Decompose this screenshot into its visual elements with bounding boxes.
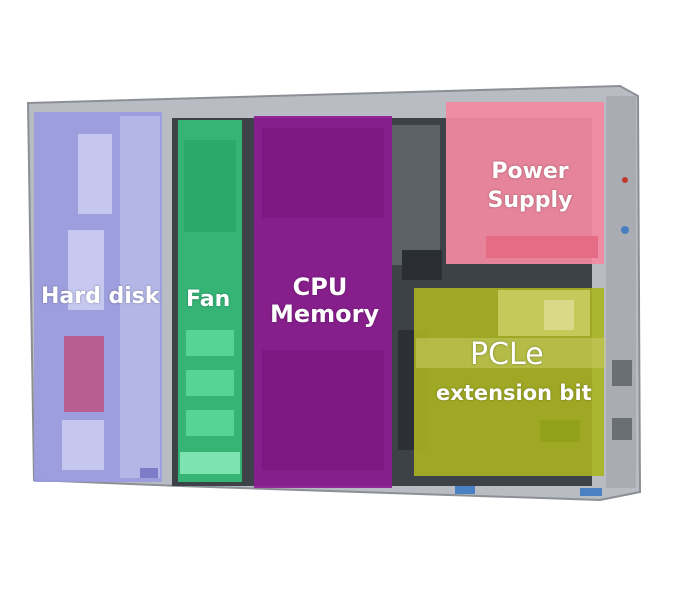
hard-disk-label: Hard disk bbox=[41, 285, 160, 310]
cpu-memory-label: CPU Memory bbox=[270, 274, 370, 328]
pcie-label: PCLe bbox=[470, 338, 544, 372]
power-supply-label: Power Supply bbox=[486, 158, 574, 215]
latch-left bbox=[455, 486, 475, 494]
psu-label-line2: Supply bbox=[486, 187, 574, 216]
latch-right bbox=[580, 488, 602, 496]
psu-label-line1: Power bbox=[486, 158, 574, 187]
cpu-label-line1: CPU bbox=[270, 274, 370, 301]
cpu-label-line2: Memory bbox=[270, 301, 370, 328]
extension-bit-label: extension bit bbox=[436, 382, 592, 406]
fan-label: Fan bbox=[186, 288, 230, 313]
